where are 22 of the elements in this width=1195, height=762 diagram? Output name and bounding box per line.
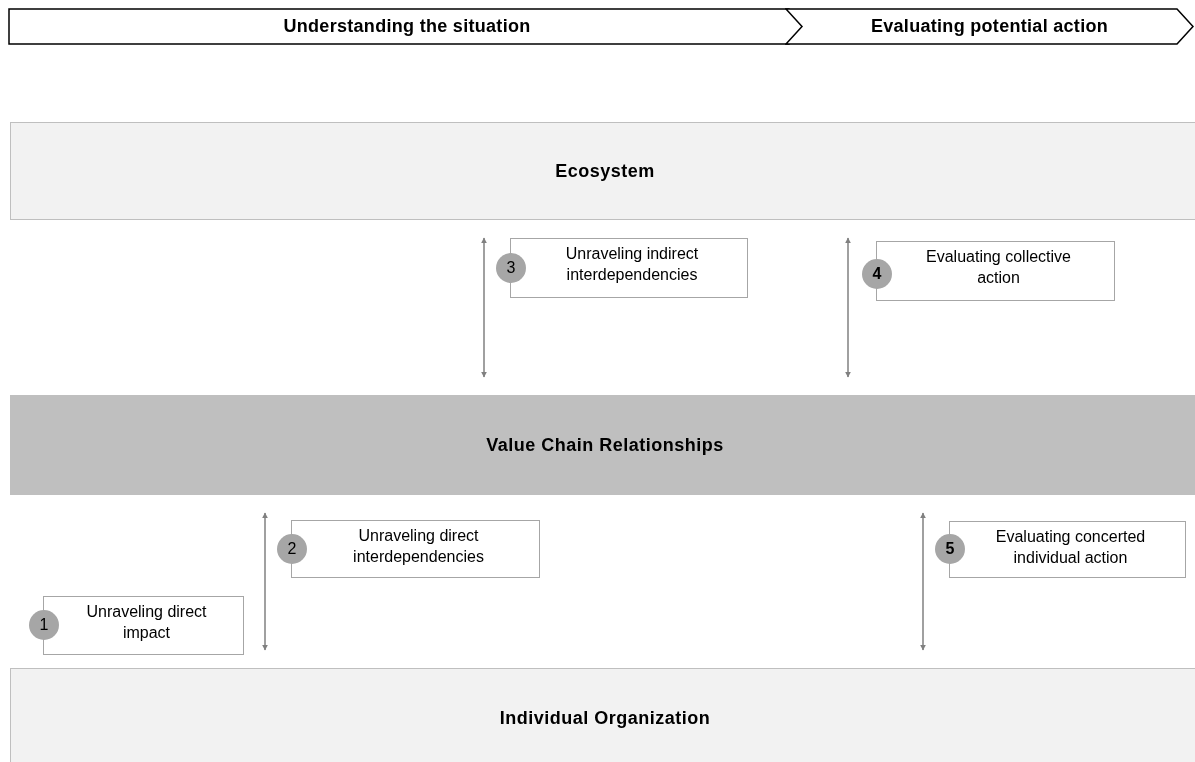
- step-number: 5: [935, 534, 965, 564]
- phase-label: Understanding the situation: [283, 16, 531, 37]
- level-band: [10, 395, 1195, 495]
- step-number: 1: [29, 610, 59, 640]
- step-number: 3: [496, 253, 526, 283]
- phase-label: Evaluating potential action: [870, 16, 1109, 37]
- double-arrow: [845, 237, 851, 378]
- level-band: [10, 668, 1195, 762]
- step-label: Evaluating collective action: [925, 247, 1072, 288]
- level-title: Individual Organization: [499, 707, 711, 729]
- step-label: Evaluating concerted individual action: [994, 527, 1147, 568]
- step-number: 2: [277, 534, 307, 564]
- double-arrow: [262, 512, 268, 651]
- level-title: Ecosystem: [555, 160, 655, 182]
- double-arrow: [920, 512, 926, 651]
- double-arrow: [481, 237, 487, 378]
- level-title: Value Chain Relationships: [486, 434, 724, 456]
- level-band: [10, 122, 1195, 220]
- step-label: Unraveling indirect interdependencies: [564, 244, 700, 285]
- step-label: Unraveling direct impact: [85, 602, 208, 643]
- step-number: 4: [862, 259, 892, 289]
- step-label: Unraveling direct interdependencies: [352, 526, 485, 567]
